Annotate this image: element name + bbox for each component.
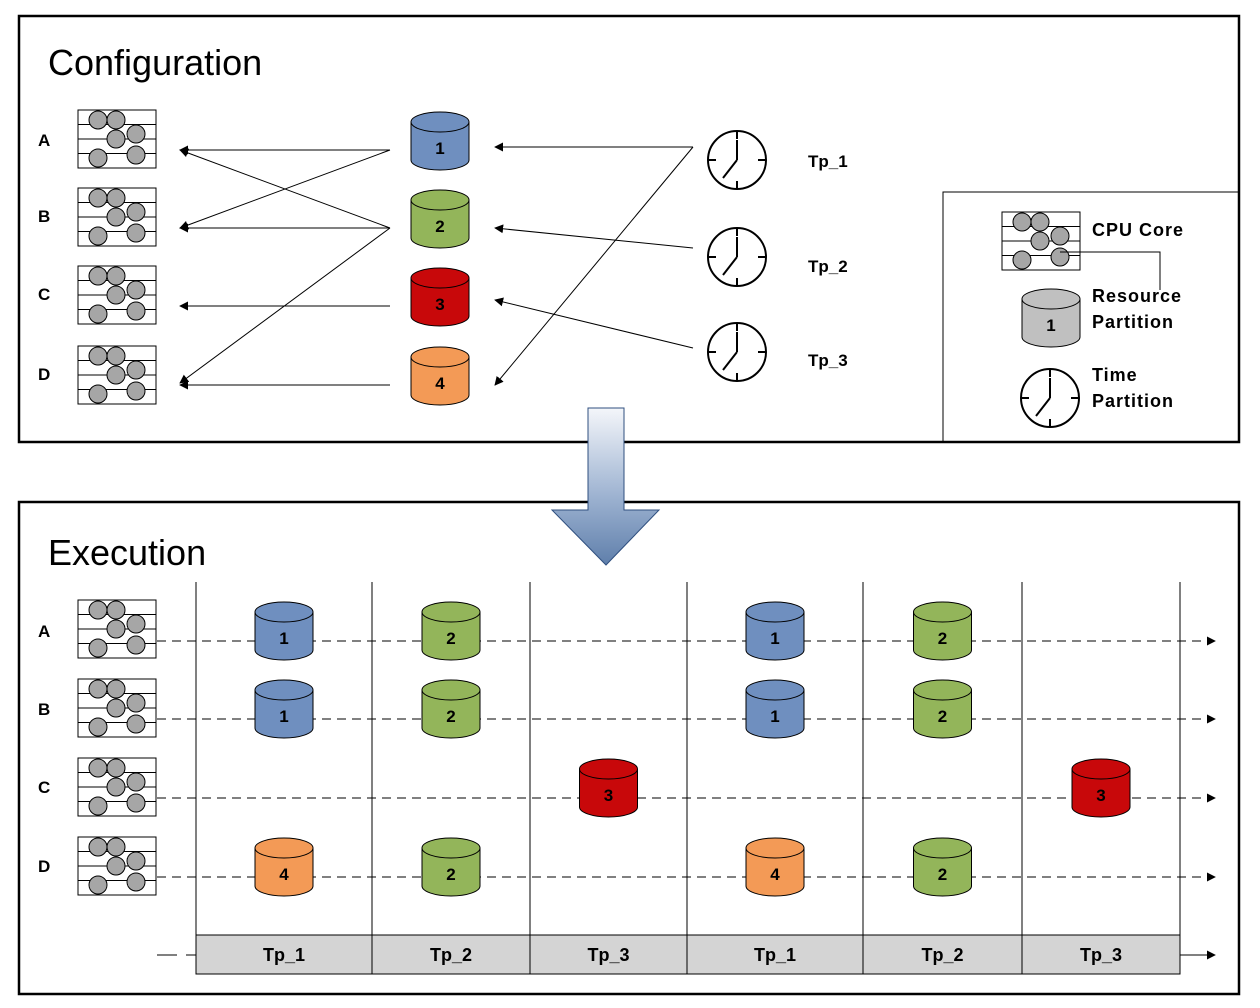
config-core-label-a: A xyxy=(38,131,50,150)
timeline-slot-label: Tp_1 xyxy=(263,945,305,965)
exec-partition-r1-c2-label: 2 xyxy=(446,629,455,648)
exec-partition-r4-c2-label: 2 xyxy=(446,865,455,884)
timeline-slot xyxy=(1021,934,1181,975)
config-core-label-c: C xyxy=(38,285,50,304)
config-partition-4: 4 xyxy=(410,346,470,406)
transition-arrow xyxy=(550,407,661,566)
exec-partition-r4-c4-label: 4 xyxy=(770,865,780,884)
exec-core-label-a: A xyxy=(38,622,50,641)
timeline-slot-label: Tp_3 xyxy=(1080,945,1122,965)
exec-partition-r4-c1-label: 4 xyxy=(279,865,289,884)
exec-partition-r2-c4: 1 xyxy=(745,679,805,739)
legend-border xyxy=(942,191,1240,442)
legend-resource-partition-icon-label: 1 xyxy=(1046,316,1055,335)
exec-partition-r1-c5: 2 xyxy=(913,601,972,661)
exec-partition-r1-c5-label: 2 xyxy=(938,629,947,648)
timeline-slot-label: Tp_1 xyxy=(754,945,796,965)
exec-core-label-c: C xyxy=(38,778,50,797)
exec-partition-r1-c4-label: 1 xyxy=(770,629,779,648)
timeline-slot xyxy=(371,934,531,975)
exec-partition-r2-c1-label: 1 xyxy=(279,707,288,726)
config-core-icon-d xyxy=(77,345,157,405)
exec-partition-r4-c2: 2 xyxy=(421,837,481,897)
timeline-slot xyxy=(686,934,864,975)
clock-icon-tp3 xyxy=(707,322,767,382)
legend-cpu-core-label: CPU Core xyxy=(1092,220,1184,240)
config-tp-label-1: Tp_1 xyxy=(808,152,848,171)
config-partition-2-label: 2 xyxy=(435,217,444,236)
legend: CPU Core 1 Resource Partition Time Parti… xyxy=(942,191,1240,442)
exec-partition-r4-c4: 4 xyxy=(745,837,805,897)
exec-core-icon-b xyxy=(77,678,157,738)
execution-title: Execution xyxy=(48,532,206,573)
config-core-icon-c xyxy=(77,265,157,325)
config-partition-2: 2 xyxy=(410,189,470,249)
exec-partition-r4-c5-label: 2 xyxy=(938,865,947,884)
exec-partition-r3-c6: 3 xyxy=(1071,758,1131,818)
exec-core-label-d: D xyxy=(38,857,50,876)
timeline-slot xyxy=(862,934,1023,975)
exec-partition-r2-c2-label: 2 xyxy=(446,707,455,726)
legend-time-label-line2: Partition xyxy=(1092,391,1174,411)
link-tp2-to-p2 xyxy=(494,224,694,249)
clock-icon-tp2 xyxy=(707,227,767,287)
exec-partition-r1-c4: 1 xyxy=(745,601,805,661)
clock-icon-tp1 xyxy=(707,130,767,190)
exec-partition-r3-c3: 3 xyxy=(579,758,638,818)
config-core-icon-a xyxy=(77,109,157,169)
exec-partition-r2-c5-label: 2 xyxy=(938,707,947,726)
exec-partition-r4-c1: 4 xyxy=(254,837,314,897)
config-partition-4-label: 4 xyxy=(435,374,445,393)
link-tp3-to-p3 xyxy=(494,297,694,349)
config-partition-1-label: 1 xyxy=(435,139,444,158)
exec-partition-r3-c6-label: 3 xyxy=(1096,786,1105,805)
timeline-slot xyxy=(195,934,373,975)
partition-to-core-links xyxy=(179,145,391,390)
exec-partition-r1-c1: 1 xyxy=(254,601,314,661)
config-core-icon-b xyxy=(77,187,157,247)
timeline-slot-label: Tp_2 xyxy=(430,945,472,965)
legend-resource-partition-icon: 1 xyxy=(1021,288,1081,348)
config-partition-1: 1 xyxy=(410,111,470,171)
link-p2-to-a xyxy=(179,148,391,229)
exec-core-icon-d xyxy=(77,836,157,896)
configuration-title: Configuration xyxy=(48,42,262,83)
config-tp-label-2: Tp_2 xyxy=(808,257,848,276)
legend-cpu-core-icon xyxy=(1001,211,1081,271)
timeline-slot xyxy=(529,934,688,975)
legend-time-label-line1: Time xyxy=(1092,365,1138,385)
exec-partition-r1-c2: 2 xyxy=(421,601,481,661)
exec-core-icon-a xyxy=(77,599,157,659)
legend-resource-label-line1: Resource xyxy=(1092,286,1182,306)
exec-partition-r2-c1: 1 xyxy=(254,679,314,739)
exec-partition-r4-c5: 2 xyxy=(913,837,972,897)
config-core-label-b: B xyxy=(38,207,50,226)
exec-core-icon-c xyxy=(77,757,157,817)
exec-partition-r2-c2: 2 xyxy=(421,679,481,739)
timeline-slot-label: Tp_3 xyxy=(587,945,629,965)
config-partition-3-label: 3 xyxy=(435,295,444,314)
config-tp-label-3: Tp_3 xyxy=(808,351,848,370)
link-tp1-to-p4 xyxy=(494,146,694,386)
legend-clock-icon xyxy=(1020,368,1080,428)
execution-panel xyxy=(17,500,1241,996)
exec-partition-r2-c5: 2 xyxy=(913,679,972,739)
exec-core-label-b: B xyxy=(38,700,50,719)
exec-partition-r2-c4-label: 1 xyxy=(770,707,779,726)
legend-connector xyxy=(1060,251,1161,290)
timeline-slot-label: Tp_2 xyxy=(921,945,963,965)
legend-resource-label-line2: Partition xyxy=(1092,312,1174,332)
exec-partition-r1-c1-label: 1 xyxy=(279,629,288,648)
config-partition-3: 3 xyxy=(410,267,470,327)
exec-partition-r3-c3-label: 3 xyxy=(604,786,613,805)
time-to-partition-links xyxy=(494,142,694,386)
config-core-label-d: D xyxy=(38,365,50,384)
